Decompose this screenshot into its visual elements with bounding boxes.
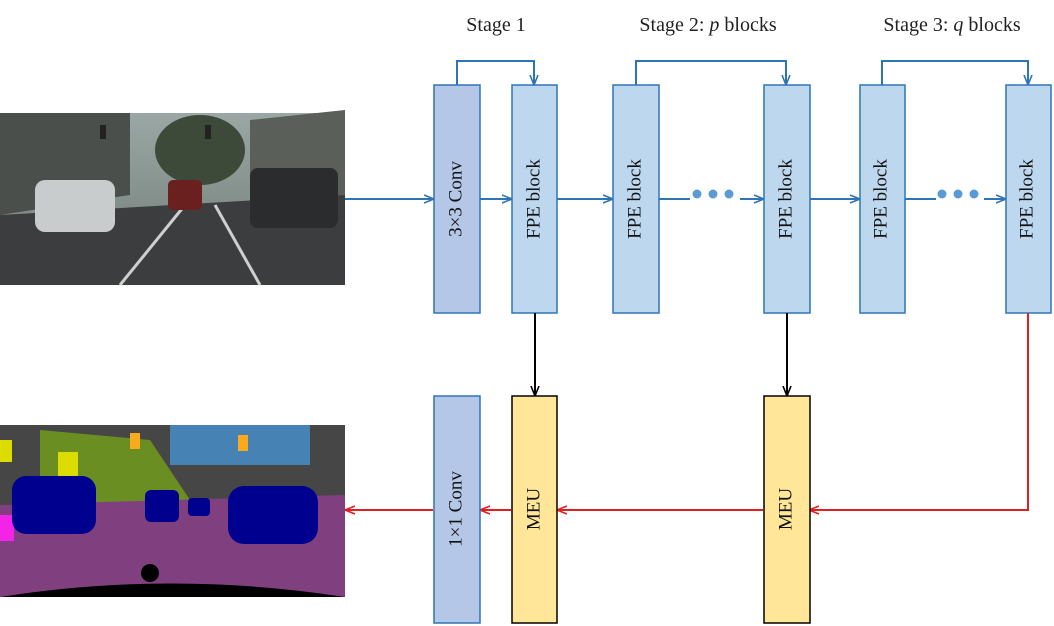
conv3x3-block: 3×3 Conv xyxy=(433,84,481,314)
fpe-block-3-label: FPE block xyxy=(775,159,796,239)
fpe-block-2-label: FPE block xyxy=(624,159,645,239)
fpe-block-2: FPE block xyxy=(612,84,660,314)
fpe-block-3: FPE block xyxy=(763,84,811,314)
conv3x3-label: 3×3 Conv xyxy=(445,161,466,237)
meu-block-1-label: MEU xyxy=(523,488,544,531)
conv1x1-block: 1×1 Conv xyxy=(433,395,481,624)
skip-connection-stage-2 xyxy=(635,60,786,85)
fpe-block-1: FPE block xyxy=(511,84,558,314)
fpe-block-4: FPE block xyxy=(859,84,906,314)
fpe-block-5-label: FPE block xyxy=(1016,159,1037,239)
meu-block-2: MEU xyxy=(763,395,811,624)
fpe-block-4-label: FPE block xyxy=(870,159,891,239)
fpe-block-5: FPE block xyxy=(1005,84,1052,314)
stage-1-label: Stage 1 xyxy=(466,14,525,36)
arrow-fpe5-to-meu2 xyxy=(810,313,1029,510)
skip-connection-stage-1 xyxy=(456,60,534,85)
ellipsis-dots-stage-2 xyxy=(692,189,734,199)
skip-connection-stage-3 xyxy=(881,60,1028,85)
conv1x1-label: 1×1 Conv xyxy=(445,471,466,547)
ellipsis-dots-stage-3 xyxy=(937,189,979,199)
meu-block-2-label: MEU xyxy=(775,488,796,531)
input-image xyxy=(0,110,345,286)
meu-block-1: MEU xyxy=(511,395,558,624)
output-image xyxy=(0,425,345,597)
stage-3-label: Stage 3: q blocks xyxy=(883,14,1020,36)
stage-2-label: Stage 2: p blocks xyxy=(639,14,776,36)
fpe-block-1-label: FPE block xyxy=(523,159,544,239)
